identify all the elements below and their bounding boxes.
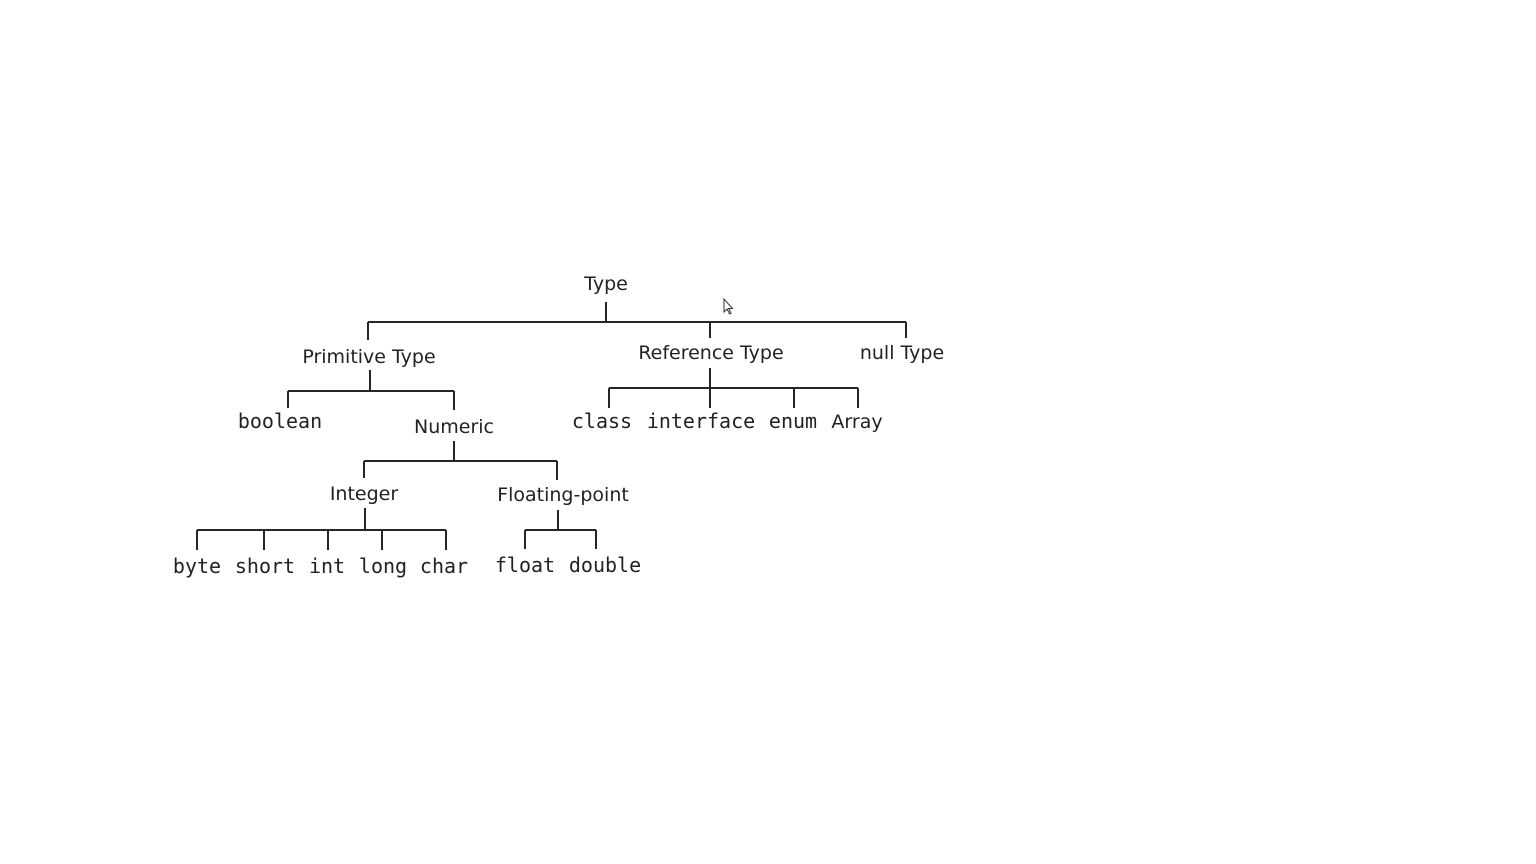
node-double: double: [569, 553, 641, 577]
node-char: char: [420, 554, 468, 578]
connectors-reference: [608, 368, 859, 408]
connectors-integer: [196, 508, 447, 550]
node-long: long: [359, 554, 407, 578]
node-floating-point: Floating-point: [497, 484, 629, 506]
node-primitive-type: Primitive Type: [302, 346, 435, 368]
node-boolean: boolean: [238, 409, 322, 433]
node-reference-type: Reference Type: [638, 342, 783, 364]
node-byte: byte: [173, 554, 221, 578]
node-float: float: [495, 553, 555, 577]
node-array: Array: [831, 411, 882, 433]
node-short: short: [235, 554, 295, 578]
node-integer: Integer: [330, 483, 399, 505]
node-enum: enum: [769, 409, 817, 433]
connectors-primitive: [287, 370, 455, 410]
node-interface: interface: [647, 409, 755, 433]
node-null-type: null Type: [860, 342, 944, 364]
connectors-numeric: [363, 441, 558, 480]
node-numeric: Numeric: [414, 416, 494, 438]
node-int: int: [309, 554, 345, 578]
node-type: Type: [583, 273, 628, 295]
node-class: class: [572, 409, 632, 433]
mouse-cursor-icon: [723, 297, 734, 315]
connectors-floating: [524, 510, 597, 549]
connectors-type: [367, 302, 907, 340]
